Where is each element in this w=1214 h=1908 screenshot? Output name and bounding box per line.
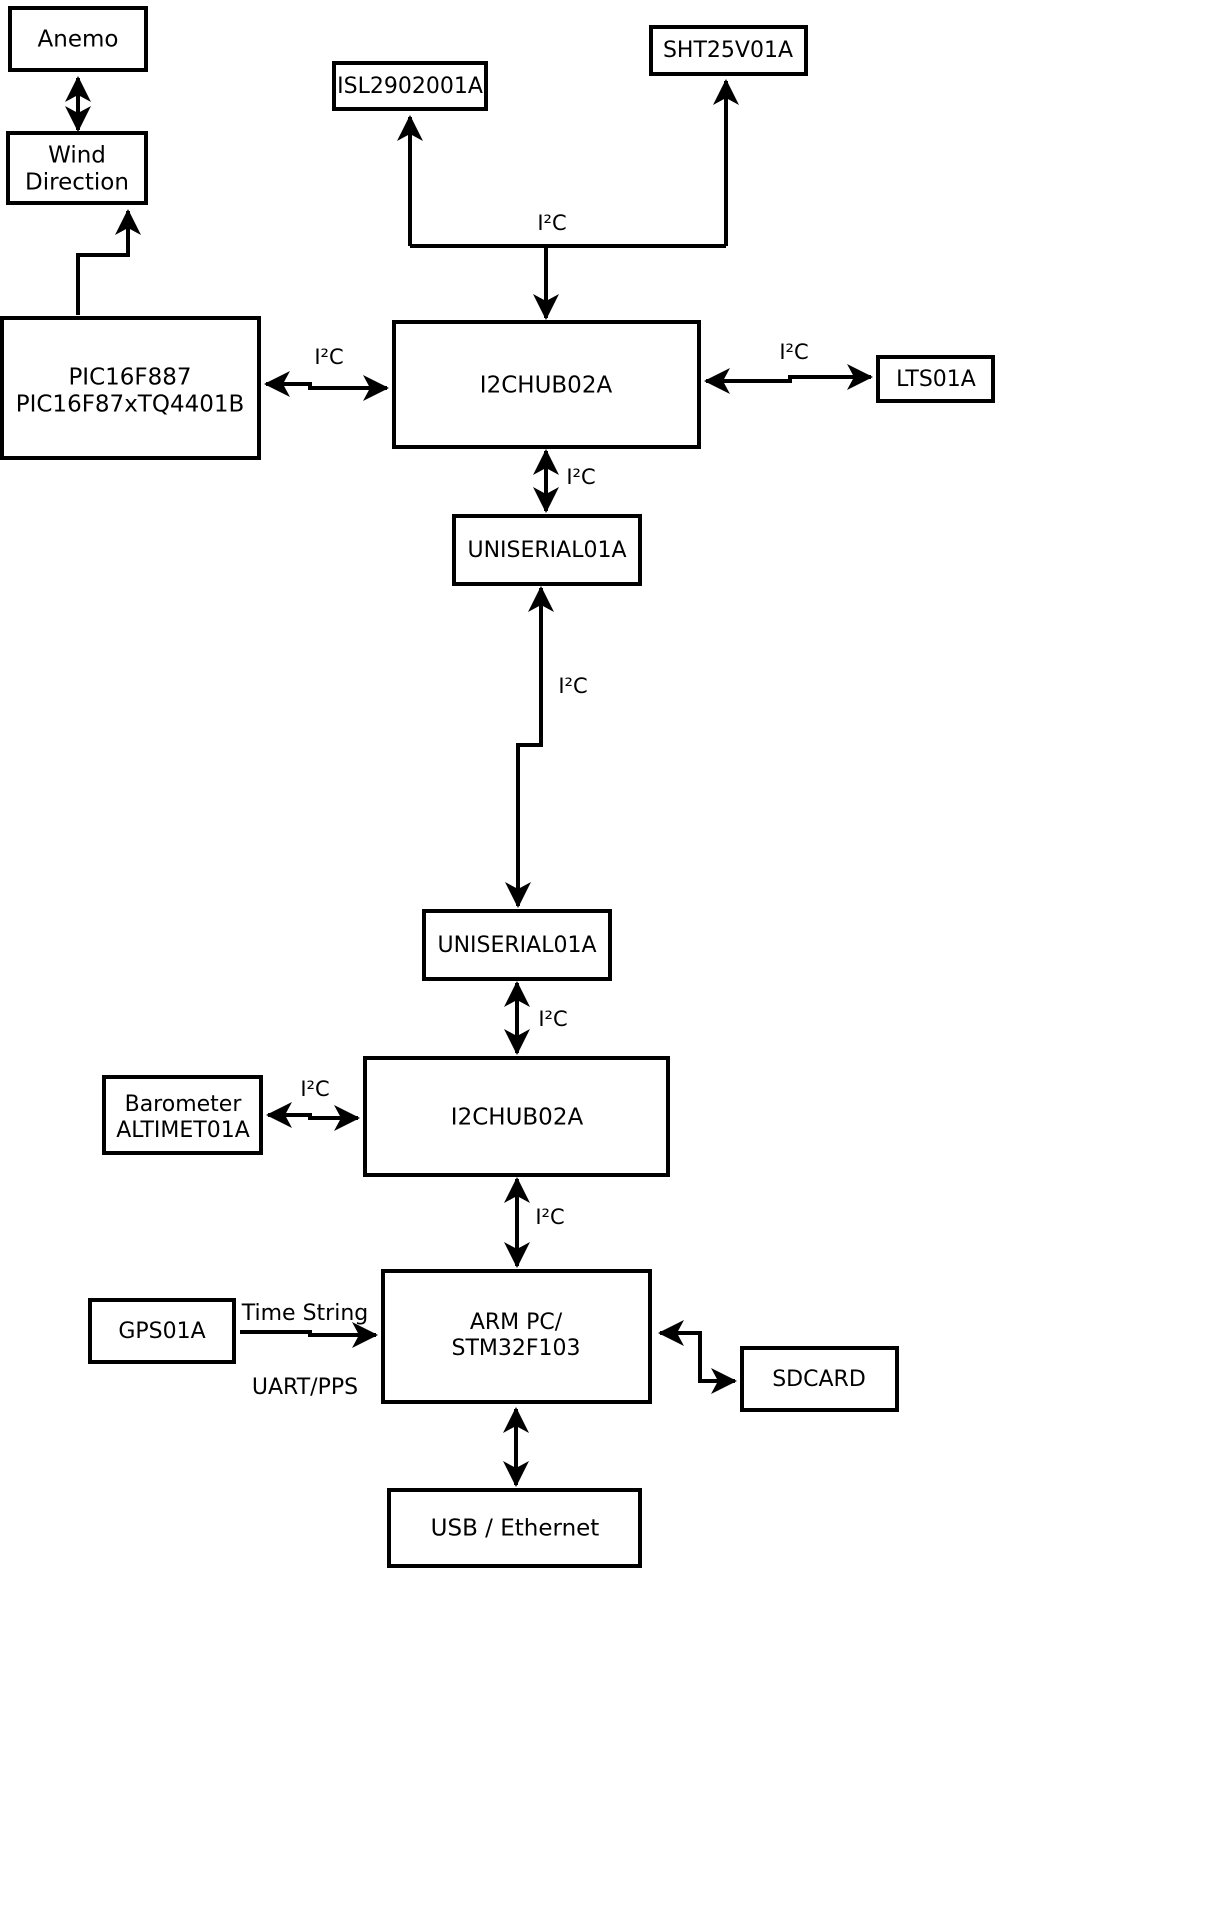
node-arm-pc-label-line1: ARM PC/ — [470, 1310, 563, 1335]
node-uniserial01a-1[interactable]: UNISERIAL01A — [452, 514, 642, 586]
node-barometer-label-line2: ALTIMET01A — [116, 1118, 250, 1143]
conn-pic-wind — [76, 209, 141, 315]
conn-hub-top-lts — [704, 364, 873, 394]
conn-baro-hub-bottom — [266, 1102, 360, 1131]
conn-arm-sdcard — [658, 1320, 737, 1394]
node-gps01a-label: GPS01A — [118, 1319, 205, 1344]
edge-labels-layer: I²C I²C I²C I²C I²C I²C I²C I²C Time Str… — [241, 211, 809, 1400]
node-lts01a[interactable]: LTS01A — [876, 355, 995, 403]
node-wind-direction-label-line1: Wind — [48, 143, 106, 169]
node-barometer-label-line1: Barometer — [125, 1092, 243, 1117]
edge-label-i2c-hub-uni1: I²C — [566, 465, 595, 489]
conn-pic-hub-top — [264, 371, 389, 401]
edge-label-time-string: Time String — [241, 1301, 369, 1326]
node-isl2902001a[interactable]: ISL2902001A — [332, 61, 488, 111]
node-sht25v01a-label: SHT25V01A — [663, 38, 793, 63]
node-usb-ethernet[interactable]: USB / Ethernet — [387, 1488, 642, 1568]
edges-layer — [65, 76, 873, 1487]
node-sht25v01a[interactable]: SHT25V01A — [649, 25, 808, 76]
node-i2chub02a-top-label: I2CHUB02A — [480, 373, 613, 399]
edge-label-i2c-uni2-hub: I²C — [538, 1007, 567, 1031]
node-uniserial01a-2[interactable]: UNISERIAL01A — [422, 909, 612, 981]
node-barometer-altimet01a[interactable]: Barometer ALTIMET01A — [102, 1075, 263, 1155]
node-sdcard-label: SDCARD — [772, 1367, 866, 1392]
node-i2chub02a-bottom[interactable]: I2CHUB02A — [363, 1056, 670, 1177]
node-uniserial01a-2-label: UNISERIAL01A — [437, 933, 596, 958]
edge-label-i2c-baro-hub: I²C — [300, 1077, 329, 1101]
node-pic16f887[interactable]: PIC16F887 PIC16F87xTQ4401B — [0, 316, 261, 460]
node-i2chub02a-top[interactable]: I2CHUB02A — [392, 320, 701, 449]
node-usb-ethernet-label: USB / Ethernet — [431, 1516, 600, 1542]
node-wind-direction[interactable]: Wind Direction — [6, 131, 148, 205]
node-lts01a-label: LTS01A — [896, 367, 976, 392]
node-pic16f887-label-line2: PIC16F87xTQ4401B — [16, 392, 245, 418]
node-anemo[interactable]: Anemo — [8, 6, 148, 72]
nodes-layer: Anemo Wind Direction PIC16F887 PIC16F87x… — [0, 6, 995, 1568]
edge-label-i2c-hub-lts: I²C — [779, 340, 808, 364]
node-wind-direction-label-line2: Direction — [25, 170, 129, 196]
node-gps01a[interactable]: GPS01A — [88, 1298, 236, 1364]
node-isl2902001a-label: ISL2902001A — [337, 74, 483, 99]
conn-uni1-uni2 — [505, 586, 554, 908]
node-uniserial01a-1-label: UNISERIAL01A — [467, 538, 626, 563]
edge-label-uart-pps: UART/PPS — [252, 1375, 358, 1400]
edge-label-i2c-hub-arm: I²C — [535, 1205, 564, 1229]
node-pic16f887-label-line1: PIC16F887 — [68, 365, 191, 391]
edge-label-i2c-top-bus: I²C — [537, 211, 566, 235]
node-anemo-label: Anemo — [38, 27, 119, 53]
node-i2chub02a-bottom-label: I2CHUB02A — [451, 1105, 584, 1131]
node-arm-pc-label-line2: STM32F103 — [451, 1336, 580, 1361]
edge-label-i2c-pic-hub: I²C — [314, 345, 343, 369]
edge-label-i2c-uni1-uni2: I²C — [558, 674, 587, 698]
node-sdcard[interactable]: SDCARD — [740, 1346, 899, 1412]
node-arm-pc[interactable]: ARM PC/ STM32F103 — [381, 1269, 652, 1404]
conn-gps-arm — [240, 1322, 378, 1348]
